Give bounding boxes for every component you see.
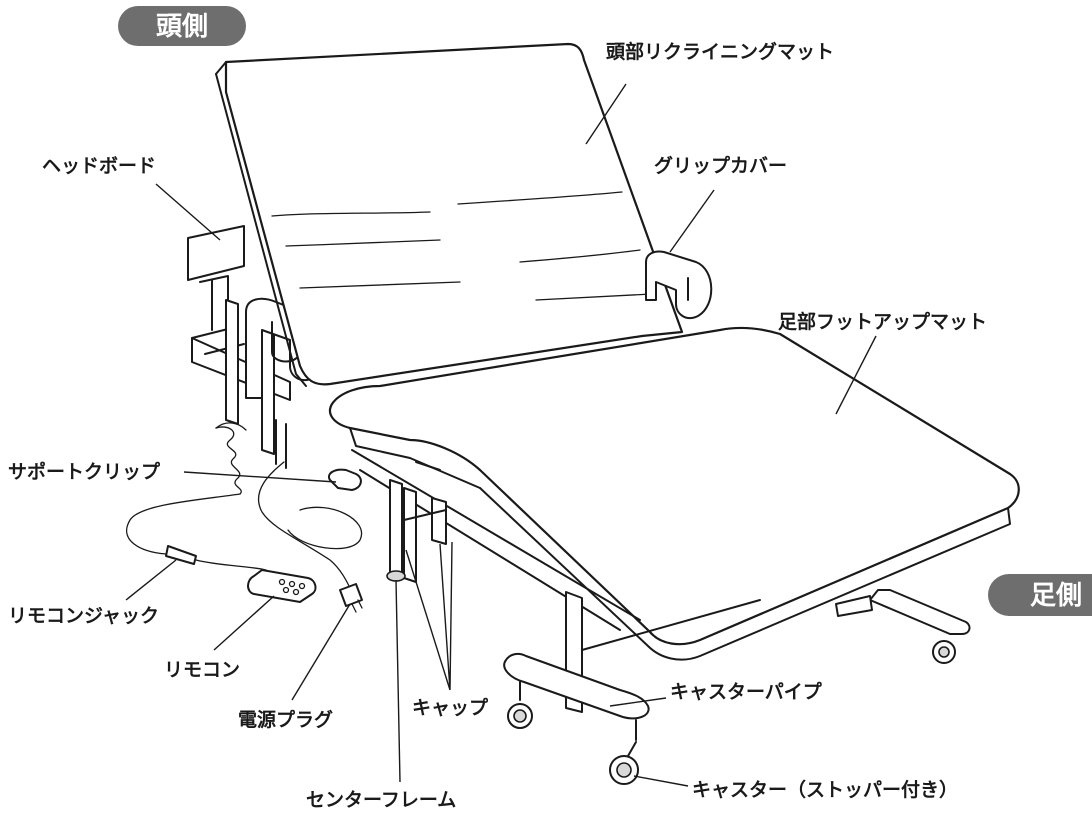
- label-cap: キャップ: [412, 696, 489, 719]
- head-side-badge-label: 頭側: [156, 12, 208, 42]
- head-side-badge: 頭側: [118, 6, 246, 46]
- head-mat-part: [224, 42, 684, 386]
- leader-lines: [125, 83, 877, 787]
- label-head-recline-mat: 頭部リクライニングマット: [606, 40, 834, 63]
- remote-control-part: [247, 569, 317, 603]
- caster-pipe-part: [503, 652, 650, 720]
- label-remote-jack: リモコンジャック: [8, 605, 159, 627]
- foot-side-badge: 足側: [988, 574, 1092, 616]
- support-clip-part: [328, 468, 362, 491]
- headboard-part: [187, 225, 245, 281]
- label-remote: リモコン: [164, 659, 240, 681]
- label-headboard: ヘッドボード: [42, 155, 156, 177]
- coiled-cord: [215, 426, 242, 495]
- power-plug-part: [339, 583, 363, 607]
- label-caster-with-stopper: キャスター（ストッパー付き）: [692, 778, 958, 801]
- label-grip-cover: グリップカバー: [654, 154, 787, 177]
- label-caster-pipe: キャスターパイプ: [670, 680, 823, 703]
- label-power-plug: 電源プラグ: [238, 708, 333, 731]
- label-support-clip: サポートクリップ: [8, 460, 161, 483]
- part-labels: 頭部リクライニングマット ヘッドボード グリップカバー 足部フットアップマット …: [8, 40, 987, 811]
- label-foot-up-mat: 足部フットアップマット: [778, 310, 987, 333]
- bed-illustration: [126, 42, 1020, 785]
- side-rail-frame: [191, 337, 291, 401]
- foot-mat-part: [328, 326, 1020, 646]
- label-center-frame: センターフレーム: [306, 789, 456, 811]
- right-grip-part: [645, 250, 713, 320]
- foot-side-badge-label: 足側: [1030, 581, 1082, 611]
